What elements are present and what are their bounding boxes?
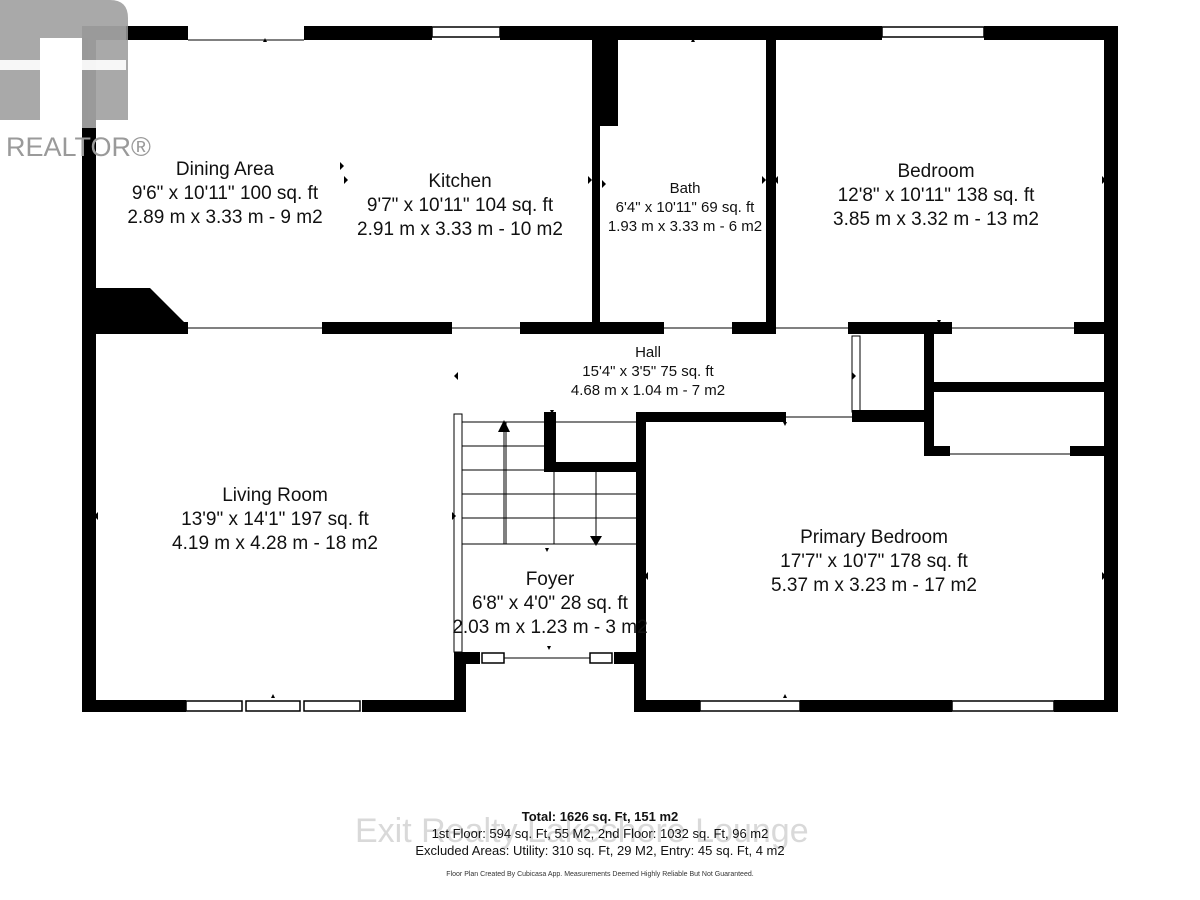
wall	[82, 700, 186, 712]
room-name: Dining Area	[175, 159, 275, 180]
room-hall: Hall 15'4" x 3'5" 75 sq. ft 4.68 m x 1.0…	[548, 344, 748, 400]
room-living-room: Living Room 13'9" x 14'1" 197 sq. ft 4.1…	[160, 484, 390, 555]
room-metric: 5.37 m x 3.23 m - 17 m2	[771, 574, 977, 596]
total-area: Total: 1626 sq. Ft, 151 m2	[521, 809, 679, 824]
room-bath: Bath 6'4" x 10'11" 69 sq. ft 1.93 m x 3.…	[595, 180, 775, 236]
wall	[924, 446, 950, 456]
wall	[500, 26, 882, 40]
wall	[544, 462, 640, 472]
room-metric: 4.19 m x 4.28 m - 18 m2	[172, 532, 378, 554]
wall	[634, 700, 700, 712]
window	[699, 700, 801, 712]
brokerage-watermark: Exit Realty Lakeshore Lounge	[355, 812, 809, 850]
room-name: Hall	[635, 344, 661, 361]
room-name: Primary Bedroom	[800, 527, 948, 548]
wall	[592, 40, 600, 330]
wall	[1054, 700, 1118, 712]
realtor-logo: REALTOR®	[0, 0, 151, 170]
stair-arrows	[498, 420, 602, 546]
wall	[1070, 446, 1110, 456]
room-imperial: 9'7" x 10'11" 104 sq. ft	[366, 194, 554, 216]
room-metric: 3.85 m x 3.32 m - 13 m2	[833, 208, 1039, 230]
wall	[852, 410, 932, 422]
room-imperial: 17'7" x 10'7" 178 sq. ft	[780, 550, 968, 572]
window	[185, 700, 243, 712]
wall	[930, 382, 1110, 392]
room-metric: 2.91 m x 3.33 m - 10 m2	[357, 218, 563, 240]
room-imperial: 13'9" x 14'1" 197 sq. ft	[181, 508, 369, 530]
room-imperial: 15'4" x 3'5" 75 sq. ft	[582, 362, 714, 380]
wall	[636, 412, 786, 422]
wall	[1104, 26, 1118, 712]
wall	[304, 26, 432, 40]
wall	[322, 322, 452, 334]
room-metric: 2.89 m x 3.33 m - 9 m2	[127, 206, 323, 228]
stair-arrow-up	[498, 420, 510, 432]
room-imperial: 6'8" x 4'0" 28 sq. ft	[472, 592, 628, 614]
room-imperial: 9'6" x 10'11" 100 sq. ft	[131, 182, 319, 204]
floor-areas: 1st Floor: 594 sq. Ft, 55 M2, 2nd Floor:…	[431, 826, 769, 841]
room-name: Living Room	[222, 485, 328, 506]
fireplace	[96, 288, 188, 326]
window	[431, 26, 501, 38]
window	[303, 700, 361, 712]
dimension-ticks	[94, 38, 1106, 698]
realtor-logo-mark	[0, 0, 128, 128]
wall	[636, 412, 646, 712]
wall	[544, 412, 556, 466]
window	[245, 700, 301, 712]
room-name: Foyer	[525, 569, 575, 590]
room-name: Bedroom	[897, 161, 975, 182]
wall	[848, 322, 952, 334]
walls	[82, 26, 1118, 712]
room-name: Bath	[669, 180, 701, 197]
wall	[732, 322, 776, 334]
room-primary-bedroom: Primary Bedroom 17'7" x 10'7" 178 sq. ft…	[754, 526, 994, 597]
room-foyer: Foyer 6'8" x 4'0" 28 sq. ft 2.03 m x 1.2…	[440, 568, 660, 639]
window	[589, 652, 613, 664]
room-dining-area: Dining Area 9'6" x 10'11" 100 sq. ft 2.8…	[110, 158, 340, 229]
window	[951, 700, 1055, 712]
room-kitchen: Kitchen 9'7" x 10'11" 104 sq. ft 2.91 m …	[345, 170, 575, 241]
wall	[592, 40, 618, 126]
excluded-areas: Excluded Areas: Utility: 310 sq. Ft, 29 …	[415, 843, 785, 858]
windows	[185, 26, 1055, 712]
realtor-logo-text: REALTOR®	[6, 132, 151, 162]
room-metric: 1.93 m x 3.33 m - 6 m2	[607, 217, 763, 235]
wall	[924, 326, 934, 454]
wall	[984, 26, 1118, 40]
room-bedroom: Bedroom 12'8" x 10'11" 138 sq. ft 3.85 m…	[820, 160, 1052, 231]
wall	[454, 652, 480, 664]
door-openings	[188, 39, 1074, 659]
disclaimer: Floor Plan Created By Cubicasa App. Meas…	[446, 871, 754, 878]
room-name: Kitchen	[428, 171, 492, 192]
stair-arrow-down	[590, 536, 602, 546]
room-imperial: 6'4" x 10'11" 69 sq. ft	[615, 198, 755, 216]
wall	[362, 700, 466, 712]
wall	[766, 40, 776, 330]
window	[881, 26, 985, 38]
wall	[800, 700, 952, 712]
room-metric: 2.03 m x 1.23 m - 3 m2	[452, 616, 648, 638]
wall	[1074, 322, 1118, 334]
room-imperial: 12'8" x 10'11" 138 sq. ft	[837, 184, 1035, 206]
room-metric: 4.68 m x 1.04 m - 7 m2	[570, 381, 726, 399]
window	[481, 652, 505, 664]
wall	[82, 26, 96, 712]
wall	[454, 652, 466, 712]
